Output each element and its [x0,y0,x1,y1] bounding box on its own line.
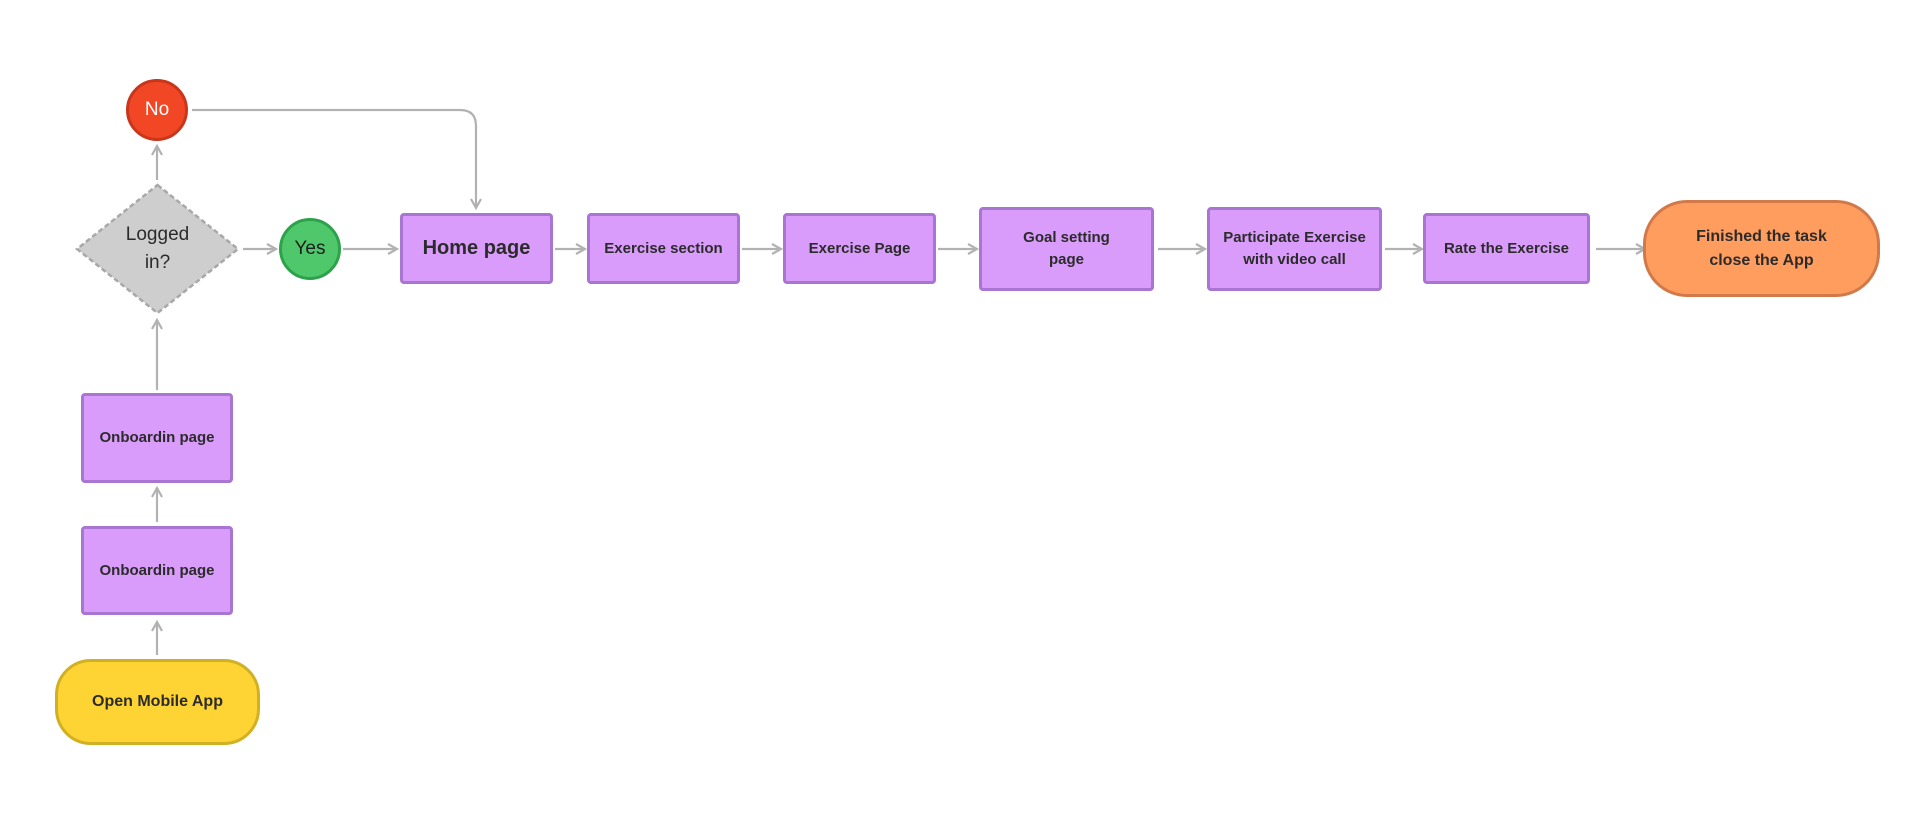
goal-setting-page-node: Goal setting page [979,207,1154,291]
open-mobile-app-node: Open Mobile App [55,659,260,745]
onboarding-page-node-top: Onboardin page [81,393,233,483]
yes-node: Yes [279,218,341,280]
diamond-shape [75,183,240,315]
home-page-node: Home page [400,213,553,284]
participate-exercise-node: Participate Exercise with video call [1207,207,1382,291]
finished-task-node: Finished the task close the App [1643,200,1880,297]
onboarding-page-node-bottom: Onboardin page [81,526,233,615]
no-node: No [126,79,188,141]
rate-exercise-node: Rate the Exercise [1423,213,1590,284]
connector-no-to-home [192,108,476,208]
decision-logged-in: Logged in? [75,183,240,315]
exercise-section-node: Exercise section [587,213,740,284]
exercise-page-node: Exercise Page [783,213,936,284]
decision-label: Logged in? [125,224,190,273]
